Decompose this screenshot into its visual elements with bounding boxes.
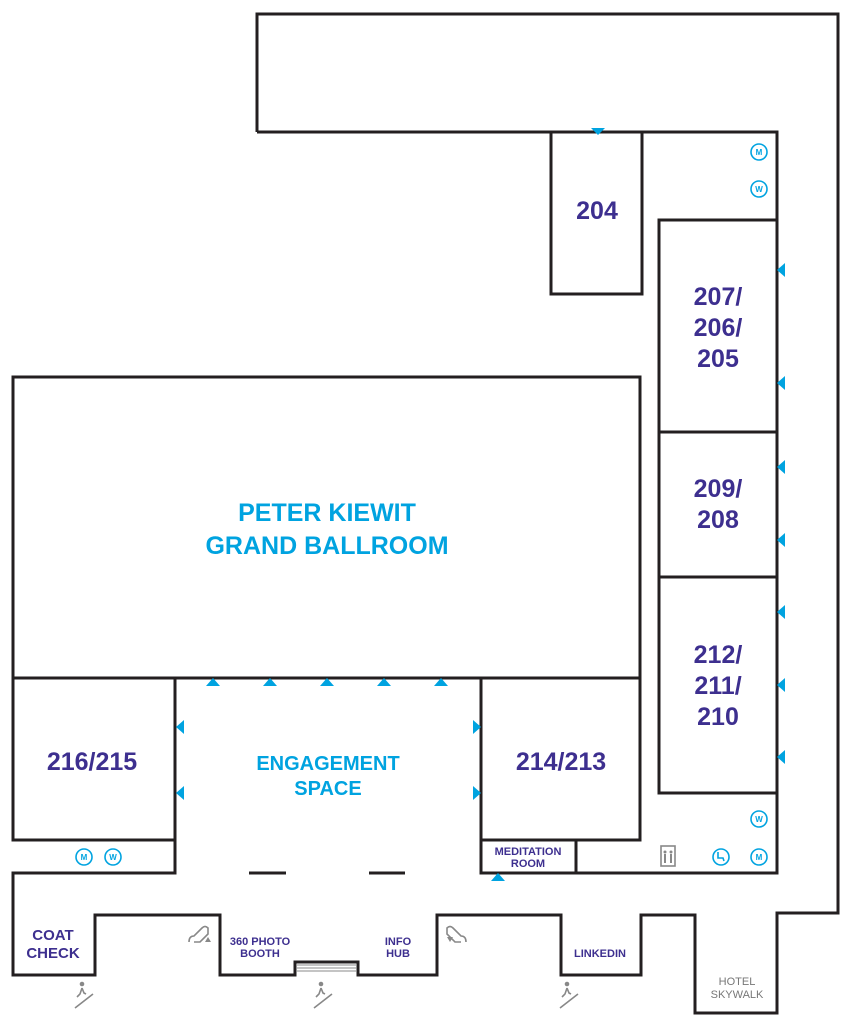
info-hub-label: INFO — [385, 936, 412, 948]
ballroom-label: PETER KIEWIT — [238, 499, 416, 527]
escalator-down-icon — [446, 925, 467, 943]
door-arrow-icon — [777, 460, 785, 474]
coat-check-label: COAT — [32, 927, 73, 944]
doors — [176, 128, 785, 881]
door-arrow-icon — [591, 128, 605, 135]
door-arrow-icon — [206, 678, 220, 686]
outer-wall — [11, 12, 840, 1015]
stairs-walk-icon — [74, 981, 94, 1009]
svg-text:M: M — [81, 853, 88, 862]
door-arrow-icon — [176, 720, 184, 734]
room-214-label: 214/213 — [516, 748, 606, 776]
meditation-room-label: ROOM — [511, 858, 545, 870]
door-arrow-icon — [434, 678, 448, 686]
svg-text:M: M — [756, 853, 763, 862]
svg-text:W: W — [755, 815, 763, 824]
stairs-walk-icon — [559, 981, 579, 1009]
meditation-room-label: MEDITATION — [495, 846, 562, 858]
room-209-label: 209/ — [694, 475, 743, 503]
meditation-room-outline — [479, 838, 578, 875]
room-209-outline — [657, 430, 779, 579]
room-204-label: 204 — [576, 197, 618, 225]
mens-restroom-icon: M — [750, 848, 768, 866]
door-arrow-icon — [320, 678, 334, 686]
ballroom-label: GRAND BALLROOM — [205, 532, 448, 560]
stairs — [296, 964, 357, 972]
svg-text:M: M — [756, 148, 763, 157]
escalator-up-icon — [188, 925, 211, 943]
door-arrow-icon — [473, 786, 481, 800]
door-arrow-icon — [777, 678, 785, 692]
room-216-label: 216/215 — [47, 748, 137, 776]
engagement-space-label: ENGAGEMENT — [256, 753, 399, 775]
mens-restroom-icon: M — [75, 848, 93, 866]
door-arrow-icon — [777, 533, 785, 547]
hotel-skywalk-label: HOTEL — [719, 976, 756, 988]
elevator-icon — [660, 845, 676, 867]
room-212-label: 211/ — [694, 672, 741, 700]
ballroom-outline — [11, 375, 642, 680]
coat-check-label: CHECK — [26, 945, 80, 962]
door-arrow-icon — [263, 678, 277, 686]
door-arrow-icon — [377, 678, 391, 686]
door-arrow-icon — [777, 750, 785, 764]
door-arrow-icon — [777, 605, 785, 619]
room-207-label: 205 — [697, 345, 739, 373]
svg-text:W: W — [755, 185, 763, 194]
womens-restroom-icon: W — [750, 810, 768, 828]
room-207-label: 206/ — [694, 314, 743, 342]
door-arrow-icon — [473, 720, 481, 734]
room-207-label: 207/ — [694, 283, 743, 311]
room-212-label: 210 — [697, 703, 739, 731]
accessible-restroom-icon — [712, 848, 730, 866]
door-arrow-icon — [777, 263, 785, 277]
room-209-label: 208 — [697, 506, 739, 534]
womens-restroom-icon: W — [104, 848, 122, 866]
linkedin-label: LINKEDIN — [574, 948, 626, 960]
photo-booth-label: BOOTH — [240, 948, 280, 960]
mens-restroom-icon: M — [750, 143, 768, 161]
room-212-label: 212/ — [694, 641, 743, 669]
door-arrow-icon — [491, 873, 505, 881]
info-hub-label: HUB — [386, 948, 410, 960]
womens-restroom-icon: W — [750, 180, 768, 198]
svg-text:W: W — [109, 853, 117, 862]
door-arrow-icon — [176, 786, 184, 800]
photo-booth-label: 360 PHOTO — [230, 936, 291, 948]
stairs-walk-icon — [313, 981, 333, 1009]
door-arrow-icon — [777, 376, 785, 390]
walls — [11, 12, 840, 1015]
engagement-space-label: SPACE — [294, 778, 361, 800]
hotel-skywalk-label: SKYWALK — [711, 989, 764, 1001]
